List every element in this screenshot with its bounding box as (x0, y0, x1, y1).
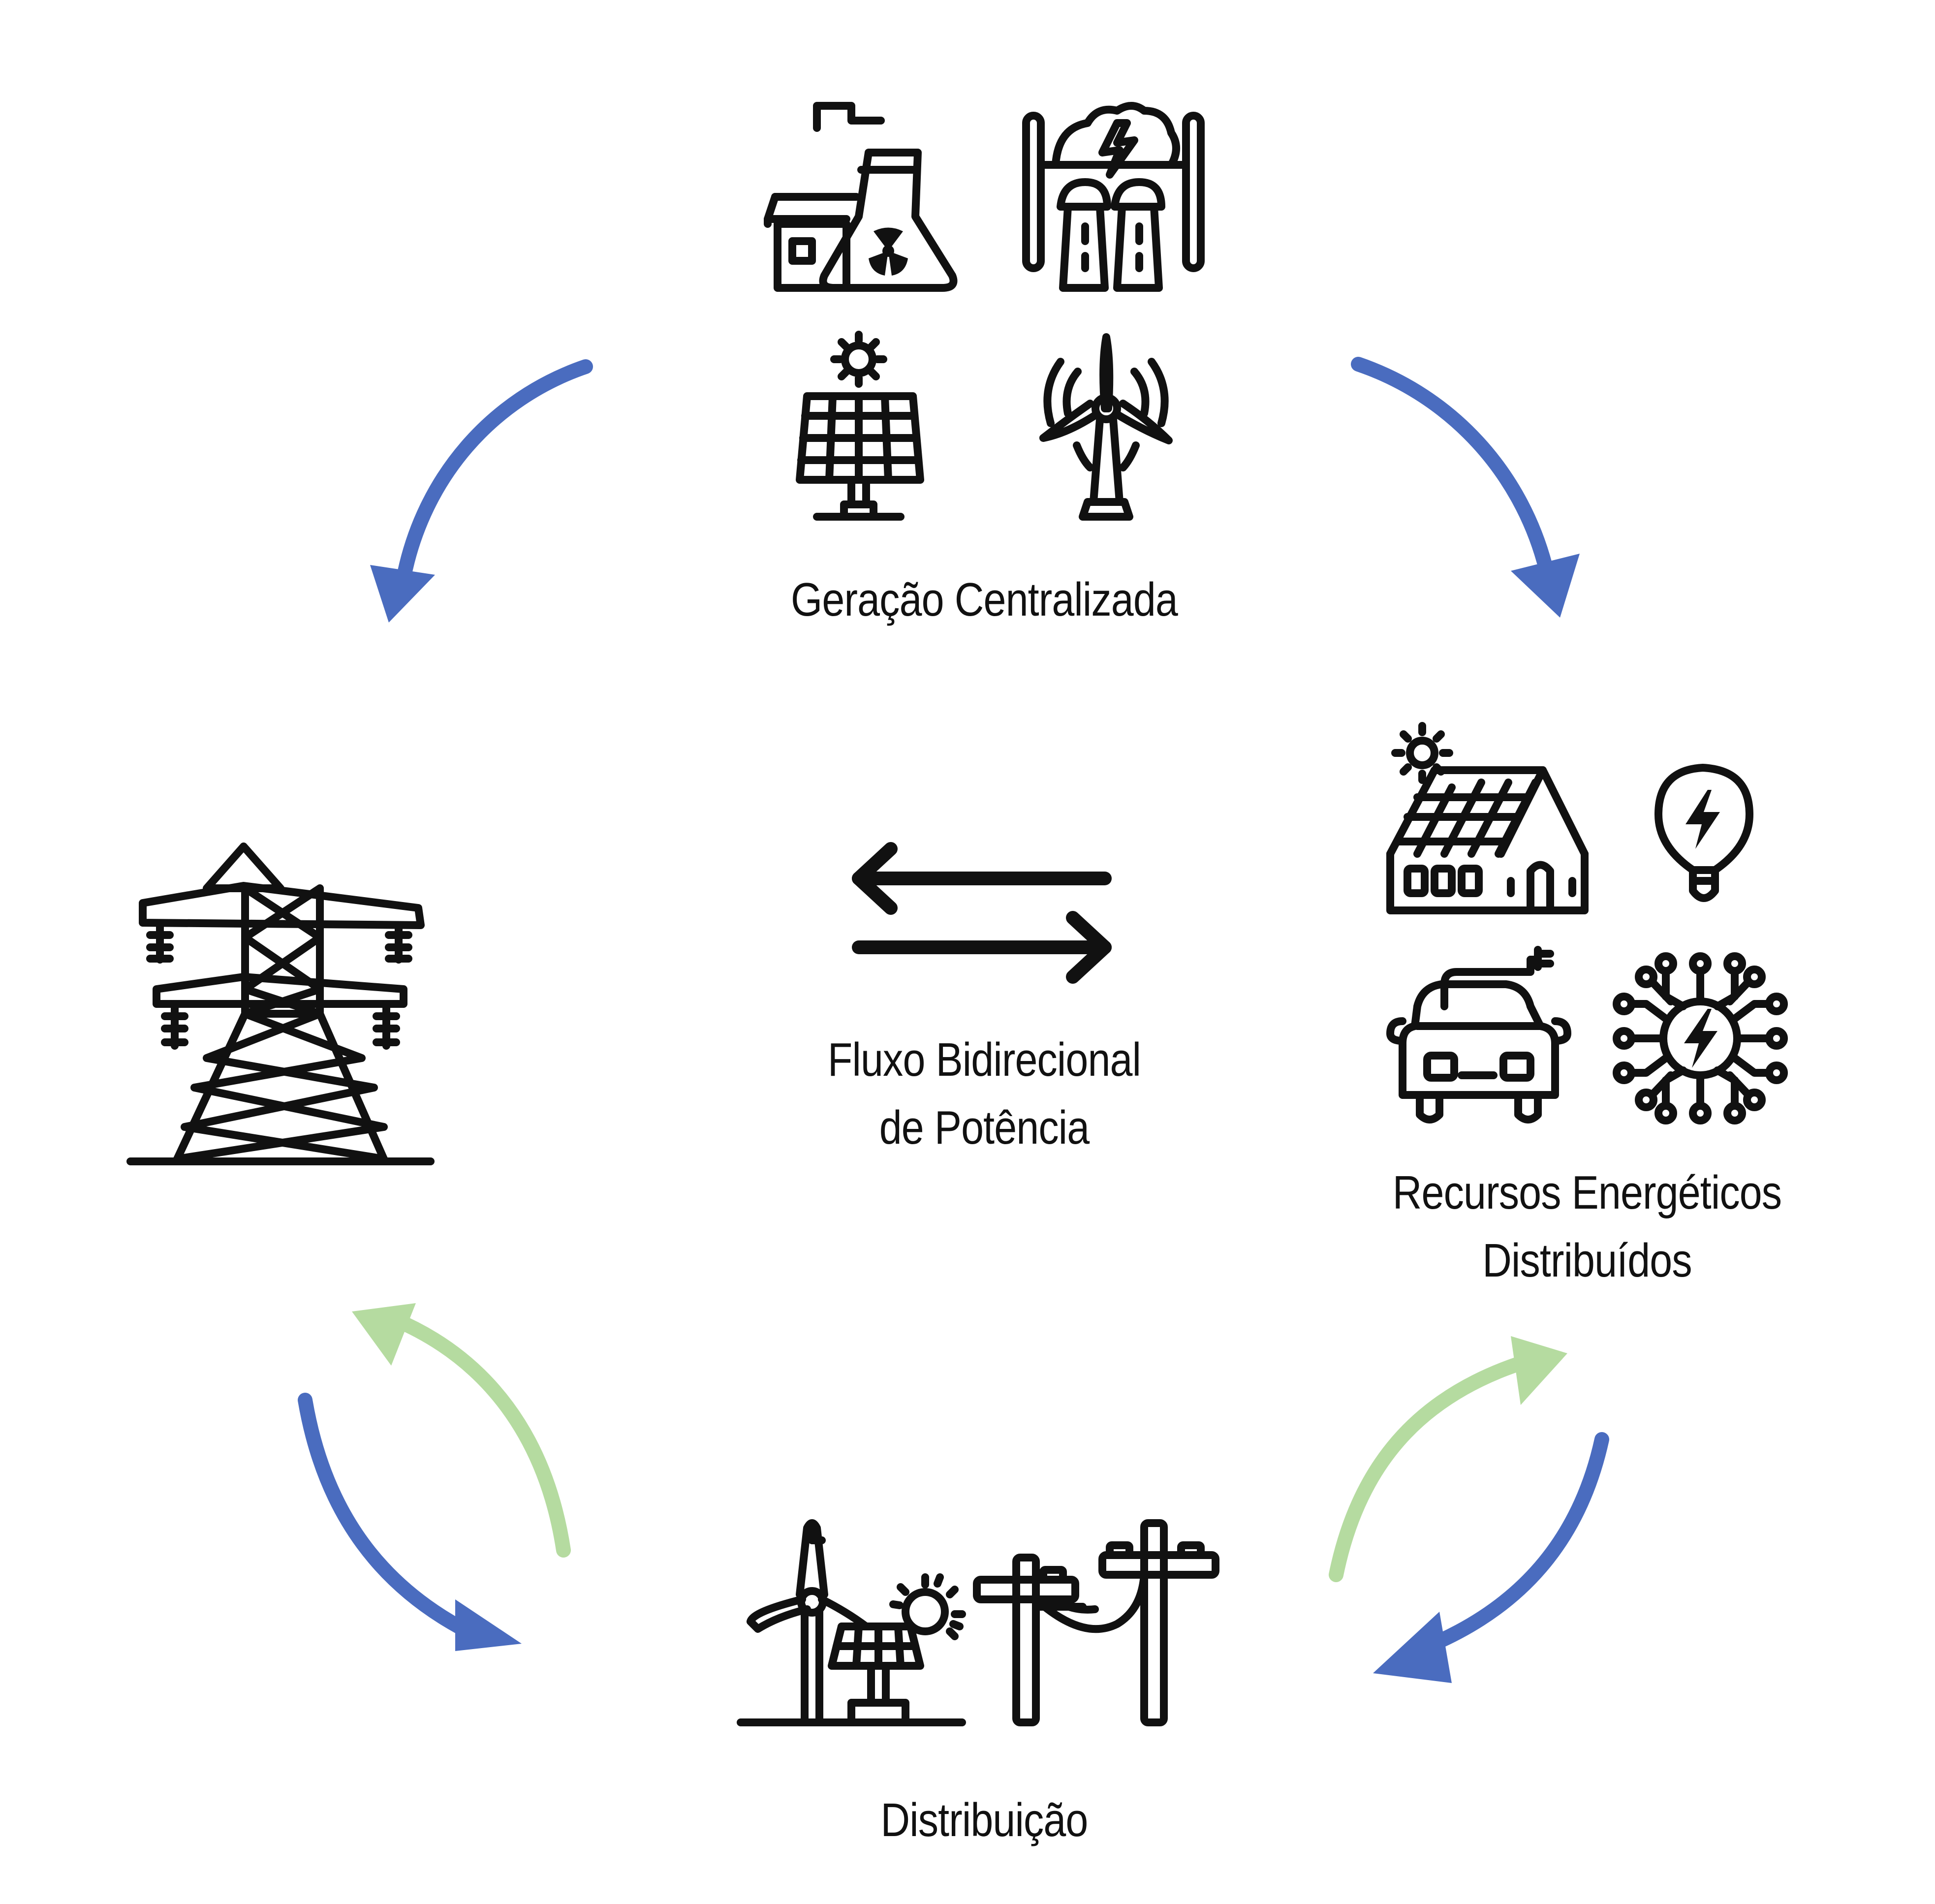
bidirectional-flow-line2: de Potência (879, 1101, 1090, 1154)
bidirectional-arrows-icon (852, 842, 1112, 984)
thermal-plant-icon (1022, 102, 1205, 292)
arrow-distribution-to-tower (386, 1311, 571, 1558)
cycle-arrows (298, 357, 1609, 1683)
central-generation-label: Geração Centralizada (730, 566, 1238, 634)
arrow-tower-to-distribution (298, 1393, 480, 1641)
utility-poles-icon (973, 1519, 1219, 1726)
solar-house-icon (1386, 722, 1589, 914)
central-generation-text: Geração Centralizada (791, 573, 1178, 626)
transmission-tower-icon (126, 843, 435, 1165)
arrowhead-central-to-tower (370, 565, 435, 623)
distributed-resources-label: Recursos Energéticos Distribuídos (1333, 1159, 1841, 1295)
arrowhead-distribution-to-tower (352, 1303, 416, 1366)
distribution-label: Distribuição (730, 1786, 1238, 1854)
arrowhead-tower-to-distribution (455, 1599, 522, 1651)
distributed-resources-line2: Distribuídos (1482, 1234, 1692, 1287)
electric-car-icon (1386, 946, 1571, 1124)
bidirectional-flow-label: Fluxo Bidirecional de Potência (730, 1026, 1238, 1162)
wind-solar-icon (737, 1519, 966, 1726)
wind-turbine-icon (1039, 333, 1173, 521)
distribution-text: Distribuição (880, 1794, 1089, 1846)
arrow-central-to-der (1351, 357, 1553, 573)
lightbulb-icon (1654, 764, 1753, 902)
arrow-distribution-to-der (1329, 1356, 1528, 1582)
arrowhead-distribution-to-der (1511, 1336, 1567, 1405)
arrowhead-der-to-distribution (1373, 1612, 1452, 1683)
arrow-central-to-tower (396, 359, 593, 586)
distributed-resources-line1: Recursos Energéticos (1392, 1166, 1782, 1219)
bidirectional-flow-line1: Fluxo Bidirecional (827, 1033, 1141, 1086)
nuclear-plant-icon (764, 102, 958, 292)
arrow-der-to-distribution (1415, 1432, 1609, 1656)
arrowhead-central-to-der (1511, 554, 1580, 618)
solar-panel-icon (796, 331, 924, 521)
smart-circuit-icon (1613, 952, 1788, 1124)
